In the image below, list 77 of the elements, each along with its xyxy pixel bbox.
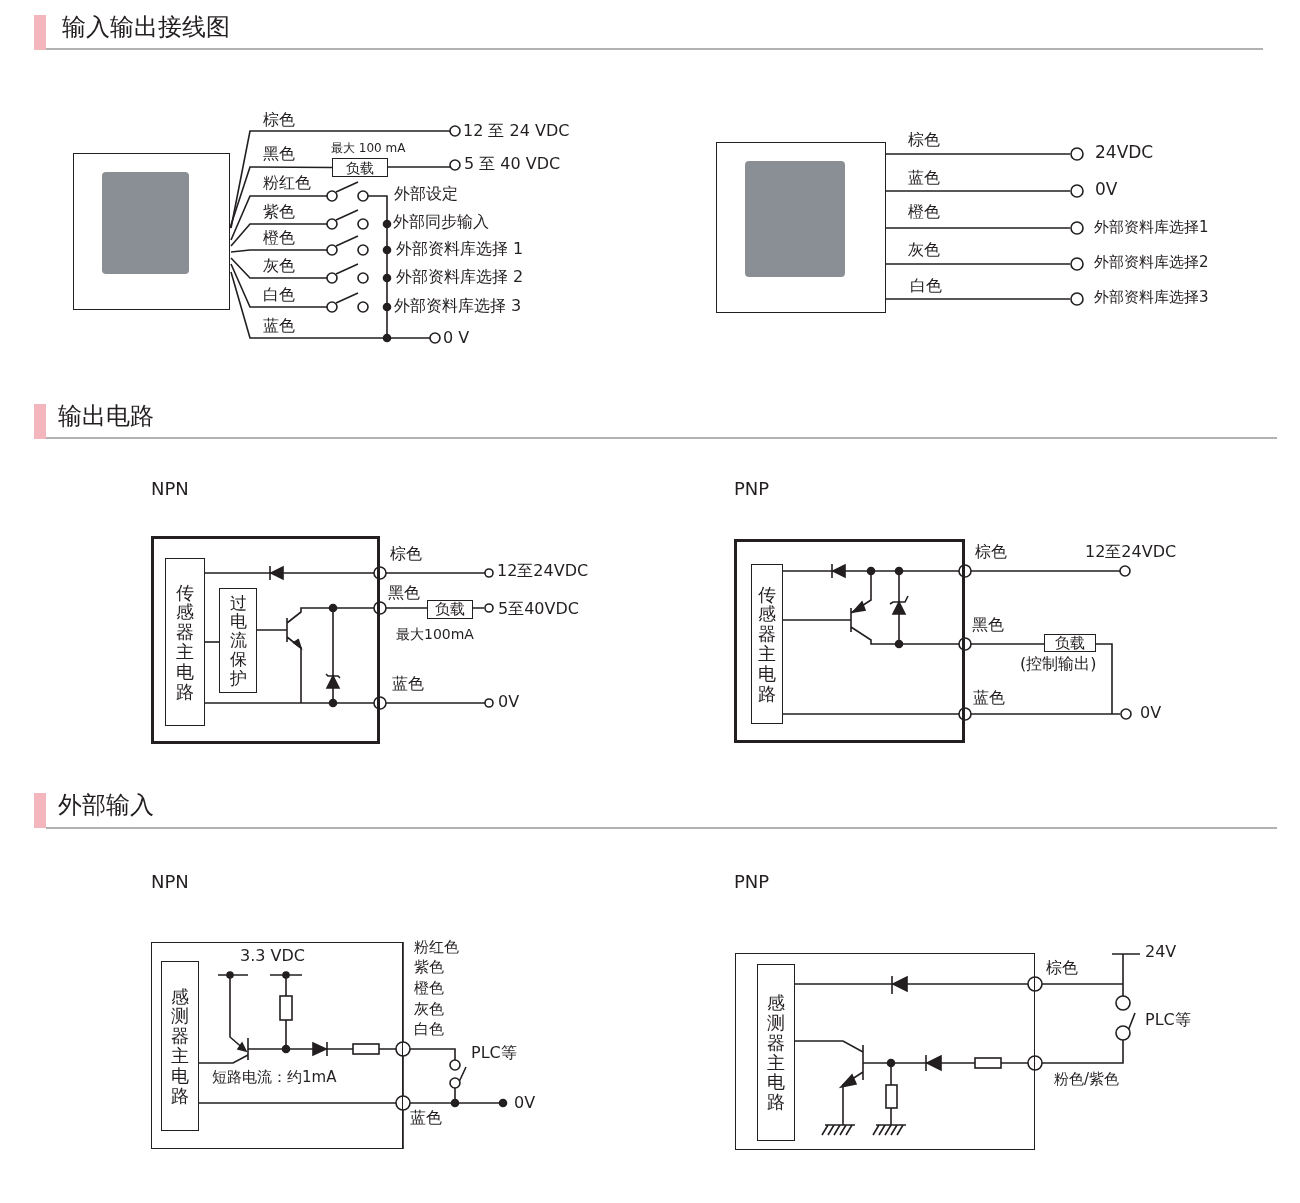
wire-color-label: 橙色 <box>263 229 295 248</box>
circuit-block: 过电流保护 <box>219 588 257 693</box>
terminal-label: 12 至 24 VDC <box>463 122 570 141</box>
circuit-frame <box>735 953 1035 1150</box>
circuit-type-label: PNP <box>734 479 770 500</box>
load-box: 负载 <box>332 158 388 177</box>
load-box: 负载 <box>427 600 473 619</box>
wire-color-label: 蓝色 <box>410 1109 442 1128</box>
wire-color-label: 白色 <box>910 277 942 296</box>
circuit-type-label: NPN <box>151 479 189 500</box>
device-frame <box>716 142 886 313</box>
circuit-frame <box>151 942 403 1149</box>
terminal-label: 外部资料库选择 2 <box>396 268 524 287</box>
note-text: PLC等 <box>471 1044 517 1063</box>
wire-color-label: 紫色 <box>263 203 295 222</box>
wire-color-label: 棕色 <box>908 131 940 150</box>
node-caption: (控制输出) <box>1020 654 1097 675</box>
terminal-label: 外部资料库选择1 <box>1094 219 1209 237</box>
wire-color-label: 粉红色 <box>414 939 459 957</box>
wire-color-label: 橙色 <box>908 203 940 222</box>
section-heading: 输入输出接线图 <box>62 14 230 42</box>
wire-color-label: 黑色 <box>972 616 1004 635</box>
wire-color-label: 棕色 <box>1046 959 1078 978</box>
wire-color-label: 粉红色 <box>263 174 311 193</box>
terminal-label: 外部同步输入 <box>393 213 489 232</box>
wire-color-label: 黑色 <box>263 145 295 164</box>
circuit-type-label: NPN <box>151 872 189 893</box>
wire-color-label: 灰色 <box>414 1001 444 1019</box>
wire-color-label: 橙色 <box>414 980 444 998</box>
wire-color-label: 灰色 <box>263 257 295 276</box>
wire-color-label: 棕色 <box>390 545 422 564</box>
note-text: 短路电流：约1mA <box>212 1069 337 1087</box>
terminal-label: 外部资料库选择3 <box>1094 289 1209 307</box>
wire-color-label: 蓝色 <box>392 675 424 694</box>
terminal-label: 0V <box>1140 704 1162 723</box>
wire <box>204 641 220 643</box>
terminal-label: 5 至 40 VDC <box>464 155 561 174</box>
terminal-label: 3.3 VDC <box>240 947 305 966</box>
terminal-label: 24V <box>1145 943 1177 962</box>
circuit-block: 传感器主电路 <box>165 558 205 726</box>
wire-color-label: 棕色 <box>975 543 1007 562</box>
terminal-label: 0 V <box>443 329 470 348</box>
wire-color-label: 蓝色 <box>263 317 295 336</box>
device-frame <box>73 153 230 310</box>
terminal-label: 0V <box>514 1094 536 1113</box>
terminal-label: 24VDC <box>1095 143 1154 163</box>
load-box: 负载 <box>1044 634 1096 652</box>
terminal-label: 外部设定 <box>394 185 458 204</box>
terminal-label: 外部资料库选择 3 <box>394 297 522 316</box>
node-caption: 最大100mA <box>396 626 474 644</box>
wire-color-label: 棕色 <box>263 111 295 130</box>
circuit-block: 感测器主电路 <box>757 964 795 1141</box>
terminal-label: 0V <box>1095 180 1118 200</box>
wire-color-label: 白色 <box>414 1021 444 1039</box>
note-text: PLC等 <box>1145 1011 1191 1030</box>
section-heading: 外部输入 <box>58 792 154 820</box>
node-caption: 最大 100 mA <box>331 140 406 157</box>
wire <box>229 166 333 229</box>
terminal-label: 外部资料库选择 1 <box>396 240 524 259</box>
wire-color-label: 灰色 <box>908 241 940 260</box>
wire-color-label: 紫色 <box>414 959 444 977</box>
terminal-label: 0V <box>498 693 520 712</box>
terminal-label: 12至24VDC <box>497 562 589 581</box>
wire-color-label: 粉色/紫色 <box>1054 1071 1120 1089</box>
wire-color-label: 白色 <box>263 286 295 305</box>
circuit-frame <box>151 536 380 744</box>
terminal-label: 12至24VDC <box>1085 543 1177 562</box>
wire-color-label: 蓝色 <box>973 689 1005 708</box>
wire-color-label: 黑色 <box>388 584 420 603</box>
wire-color-label: 蓝色 <box>908 169 940 188</box>
circuit-block: 传感器主电路 <box>751 564 783 724</box>
circuit-block: 感测器主电路 <box>161 961 199 1131</box>
circuit-frame <box>734 539 965 743</box>
section-heading: 输出电路 <box>58 403 154 431</box>
terminal-label: 5至40VDC <box>498 600 579 619</box>
terminal-label: 外部资料库选择2 <box>1094 254 1209 272</box>
circuit-type-label: PNP <box>734 872 770 893</box>
